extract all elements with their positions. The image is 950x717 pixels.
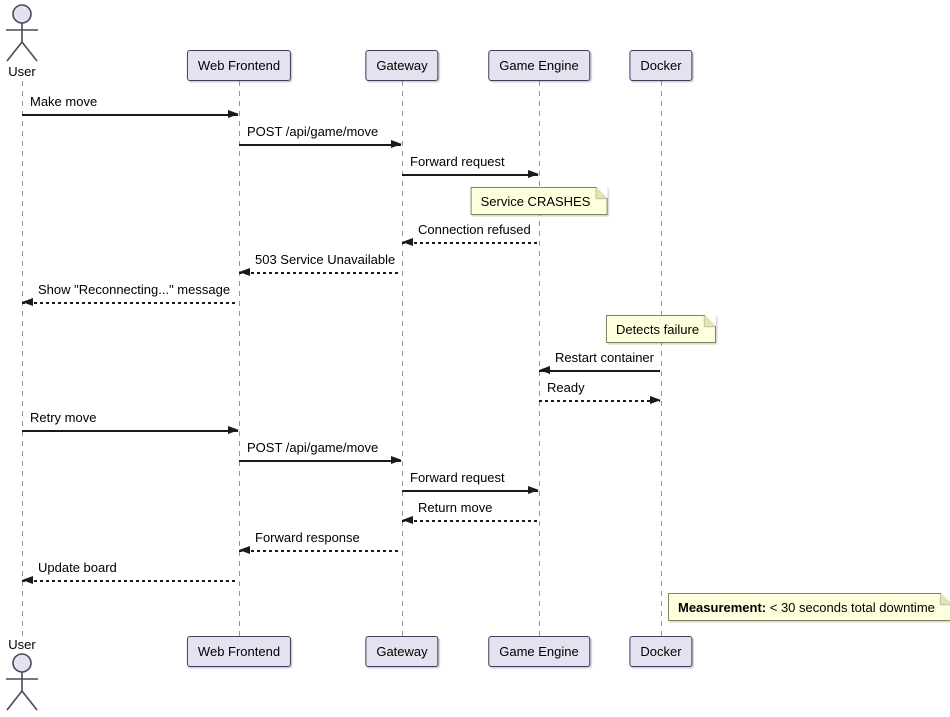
lifeline-web-frontend (239, 81, 240, 636)
participant-box-bottom-web-frontend: Web Frontend (186, 636, 292, 667)
message-label-503-service-unavailable: 503 Service Unavailable (255, 252, 396, 267)
participant-box-top-game-engine: Game Engine (488, 50, 590, 81)
message-label-connection-refused: Connection refused (418, 222, 531, 237)
message-label-update-board: Update board (38, 560, 117, 575)
message-line-forward-request (402, 174, 538, 176)
participant-box-bottom-gateway: Gateway (365, 636, 439, 667)
actor-figure-top-user (0, 4, 44, 69)
message-line-503-service-unavailable (239, 272, 401, 274)
participant-box-top-web-frontend: Web Frontend (186, 50, 292, 81)
actor-label-bottom-user: User (8, 637, 36, 652)
note-service-crashes: Service CRASHES (470, 187, 608, 215)
message-label-retry-move: Retry move (30, 410, 97, 425)
lifeline-gateway (402, 81, 403, 636)
arrowhead-icon (650, 396, 661, 405)
note-measurement-30-seconds-total-downtime: Measurement: < 30 seconds total downtime (668, 593, 950, 621)
message-line-return-move (402, 520, 538, 522)
message-label-ready: Ready (547, 380, 585, 395)
message-label-make-move: Make move (30, 94, 98, 109)
message-label-restart-container: Restart container (555, 350, 654, 365)
arrowhead-icon (239, 268, 250, 277)
message-line-update-board (22, 580, 238, 582)
message-line-show-reconnecting-message (22, 302, 238, 304)
arrowhead-icon (528, 486, 539, 495)
arrowhead-icon (391, 140, 402, 149)
participant-box-top-docker: Docker (629, 50, 693, 81)
message-line-forward-request (402, 490, 538, 492)
arrowhead-icon (539, 366, 550, 375)
message-line-connection-refused (402, 242, 538, 244)
message-label-show-reconnecting-message: Show "Reconnecting..." message (38, 282, 231, 297)
message-line-post-api-game-move (239, 144, 401, 146)
message-line-forward-response (239, 550, 401, 552)
actor-label-top-user: User (8, 64, 36, 79)
message-label-forward-request: Forward request (410, 470, 505, 485)
participant-box-bottom-game-engine: Game Engine (488, 636, 590, 667)
arrowhead-icon (22, 576, 33, 585)
participant-box-bottom-docker: Docker (629, 636, 693, 667)
arrowhead-icon (391, 456, 402, 465)
message-label-post-api-game-move: POST /api/game/move (247, 440, 379, 455)
person-icon (6, 653, 38, 711)
message-label-post-api-game-move: POST /api/game/move (247, 124, 379, 139)
lifeline-user (22, 81, 23, 636)
message-line-post-api-game-move (239, 460, 401, 462)
participant-box-top-gateway: Gateway (365, 50, 439, 81)
lifeline-docker (661, 81, 662, 636)
arrowhead-icon (22, 298, 33, 307)
person-icon (6, 4, 38, 62)
arrowhead-icon (528, 170, 539, 179)
message-label-return-move: Return move (418, 500, 493, 515)
arrowhead-icon (228, 110, 239, 119)
arrowhead-icon (402, 238, 413, 247)
lifeline-game-engine (539, 81, 540, 636)
message-label-forward-response: Forward response (255, 530, 360, 545)
arrowhead-icon (228, 426, 239, 435)
message-line-ready (539, 400, 660, 402)
message-line-retry-move (22, 430, 238, 432)
message-line-restart-container (539, 370, 660, 372)
actor-figure-bottom-user (0, 653, 44, 717)
arrowhead-icon (239, 546, 250, 555)
note-detects-failure: Detects failure (605, 315, 717, 343)
message-line-make-move (22, 114, 238, 116)
message-label-forward-request: Forward request (410, 154, 505, 169)
arrowhead-icon (402, 516, 413, 525)
